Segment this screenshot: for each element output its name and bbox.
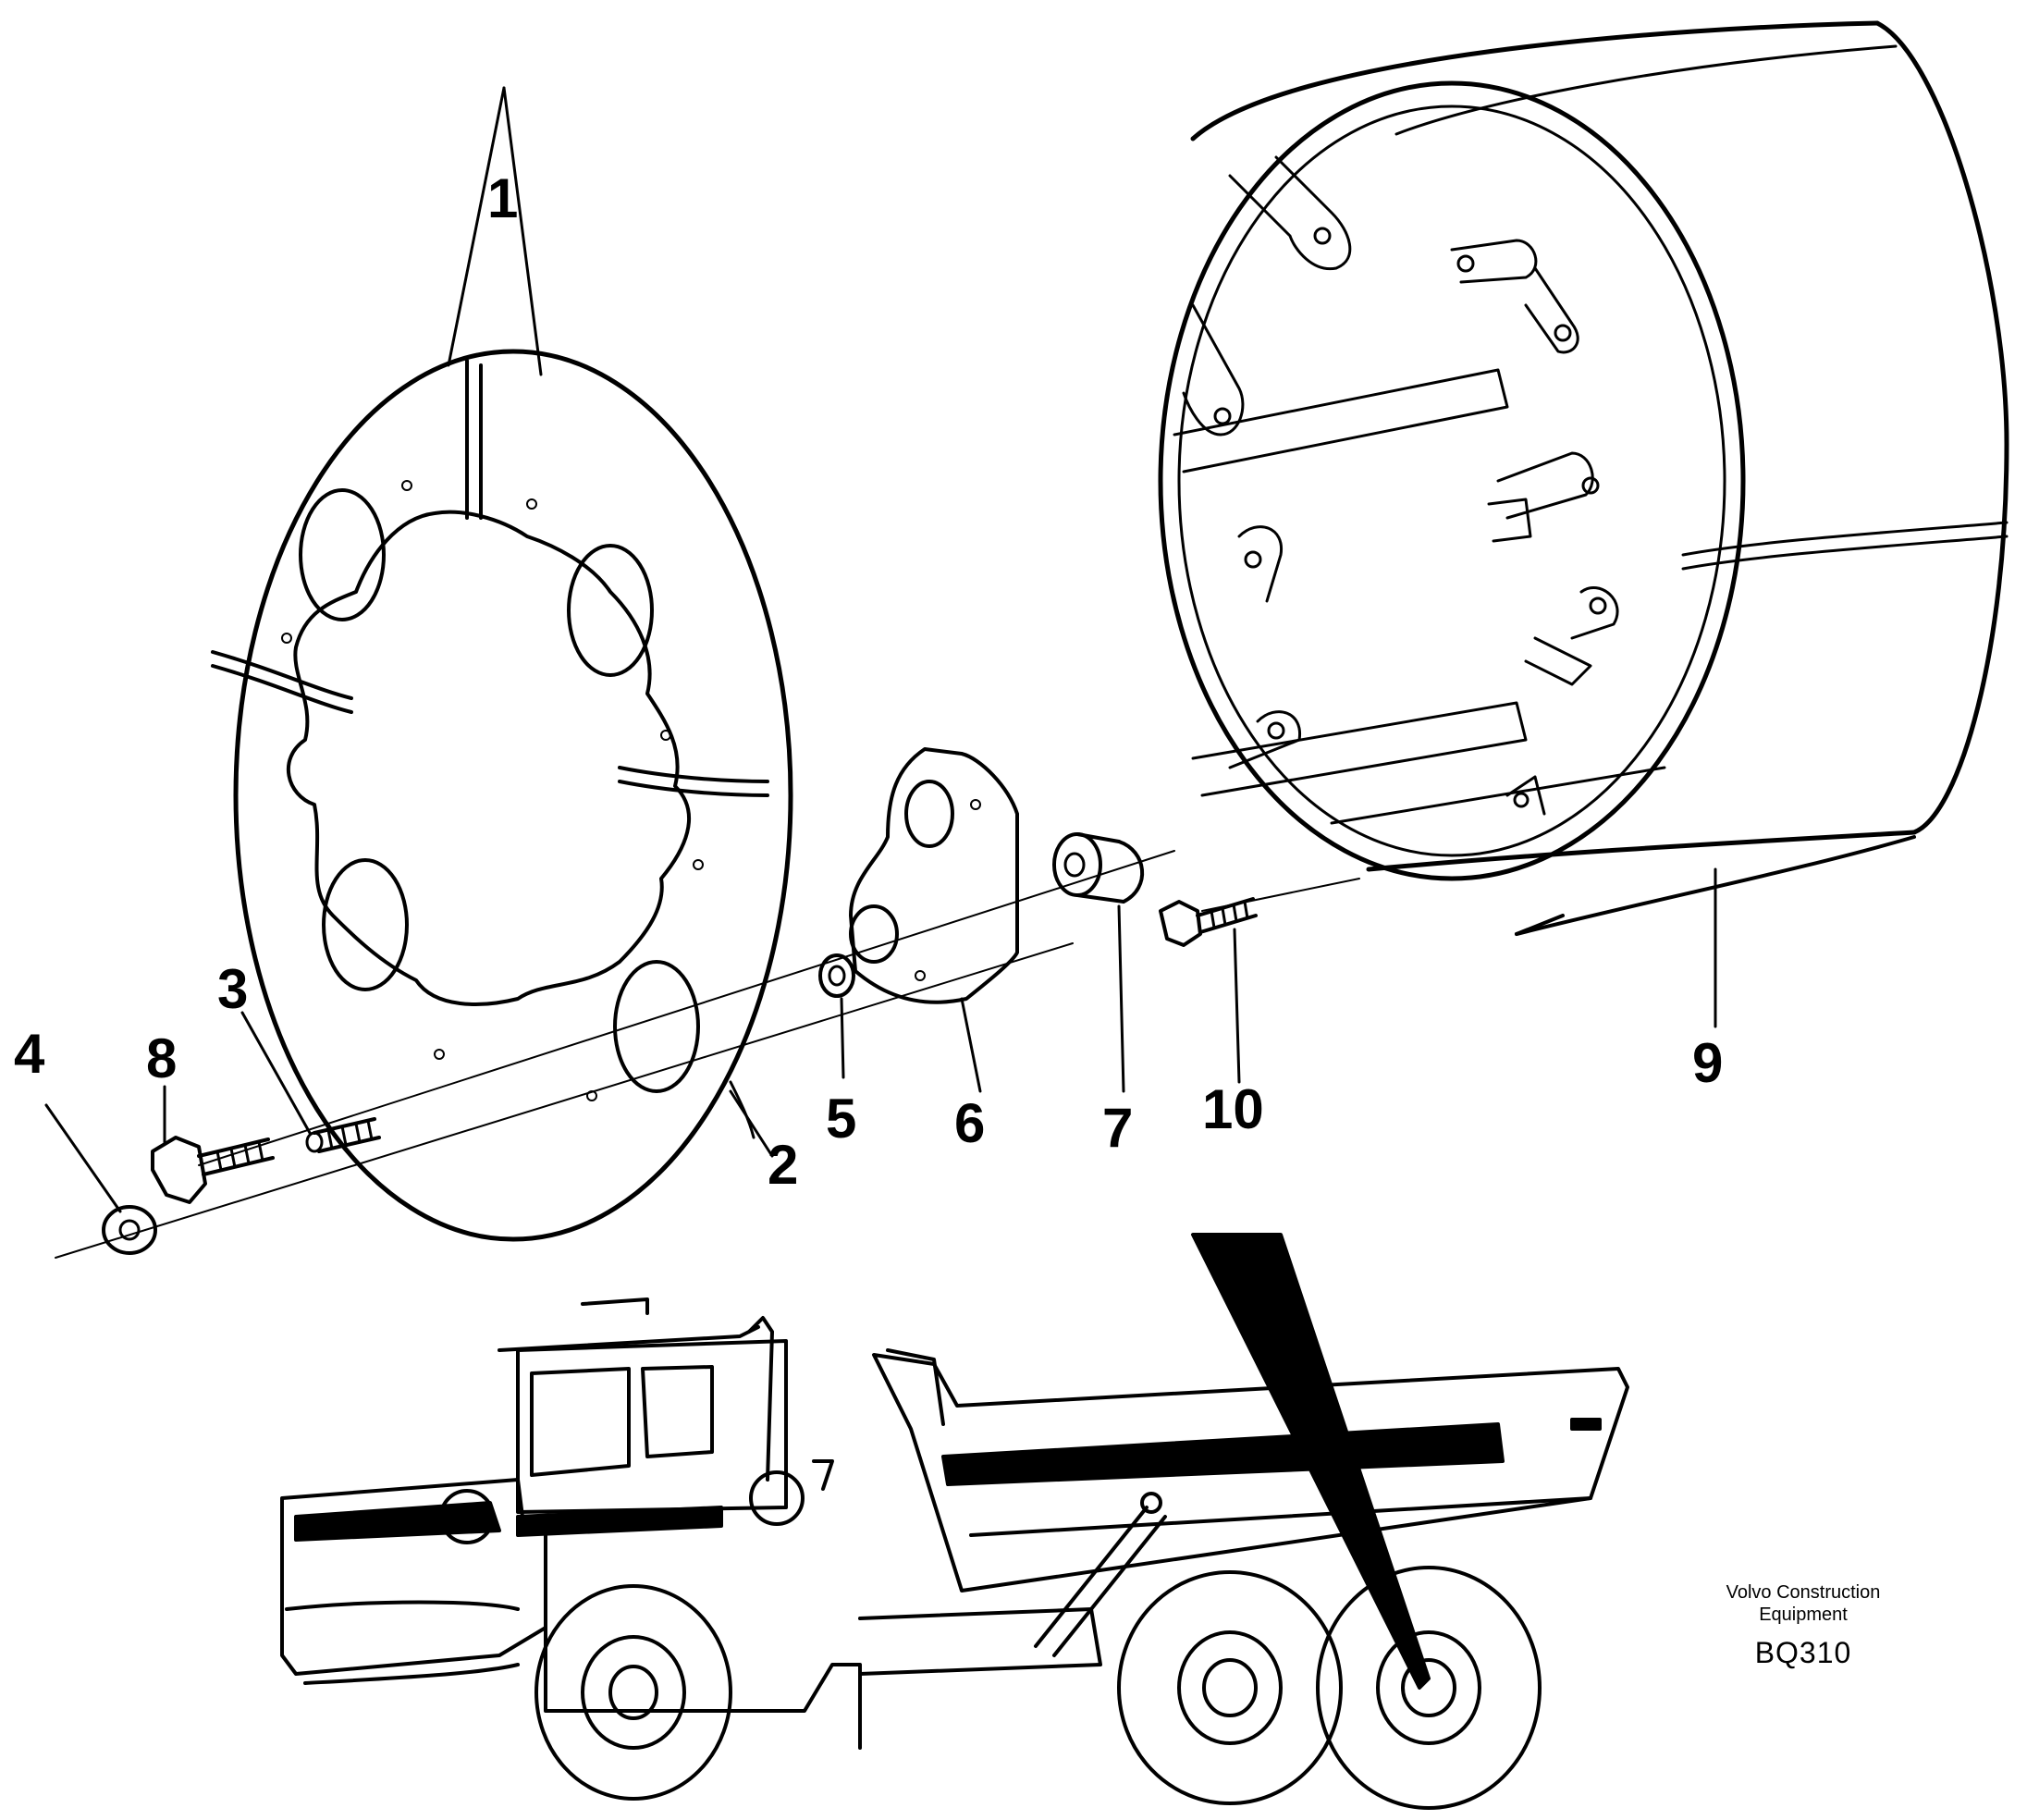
stud bbox=[240, 1011, 381, 1153]
nut bbox=[44, 1103, 157, 1255]
brand-line-1: Volvo Construction bbox=[1726, 1582, 1881, 1603]
brand-block: Volvo Construction Equipment BQ310 bbox=[1683, 1581, 1923, 1670]
drum-guard bbox=[1158, 20, 2009, 1028]
washer bbox=[818, 953, 855, 1079]
articulated-hauler bbox=[280, 1233, 1629, 1810]
screw bbox=[1159, 897, 1258, 1084]
hex-bolt bbox=[151, 1085, 275, 1204]
callout-5: 5 bbox=[826, 1088, 857, 1150]
spacer-sleeve bbox=[1052, 832, 1145, 1093]
callout-7: 7 bbox=[1102, 1097, 1134, 1159]
callout-2: 2 bbox=[768, 1134, 799, 1196]
shield-plate bbox=[211, 86, 793, 1242]
callout-9: 9 bbox=[1692, 1032, 1724, 1094]
callout-3: 3 bbox=[217, 958, 249, 1020]
callout-6: 6 bbox=[954, 1092, 986, 1154]
bracket bbox=[849, 747, 1019, 1093]
drawing-code: BQ310 bbox=[1754, 1636, 1852, 1669]
callout-4: 4 bbox=[14, 1023, 45, 1085]
assembly-axis-lines bbox=[55, 850, 1360, 1259]
callout-10: 10 bbox=[1202, 1078, 1264, 1140]
brand-line-2: Equipment bbox=[1759, 1605, 1848, 1625]
callout-8: 8 bbox=[146, 1027, 178, 1089]
callout-1: 1 bbox=[487, 167, 519, 229]
